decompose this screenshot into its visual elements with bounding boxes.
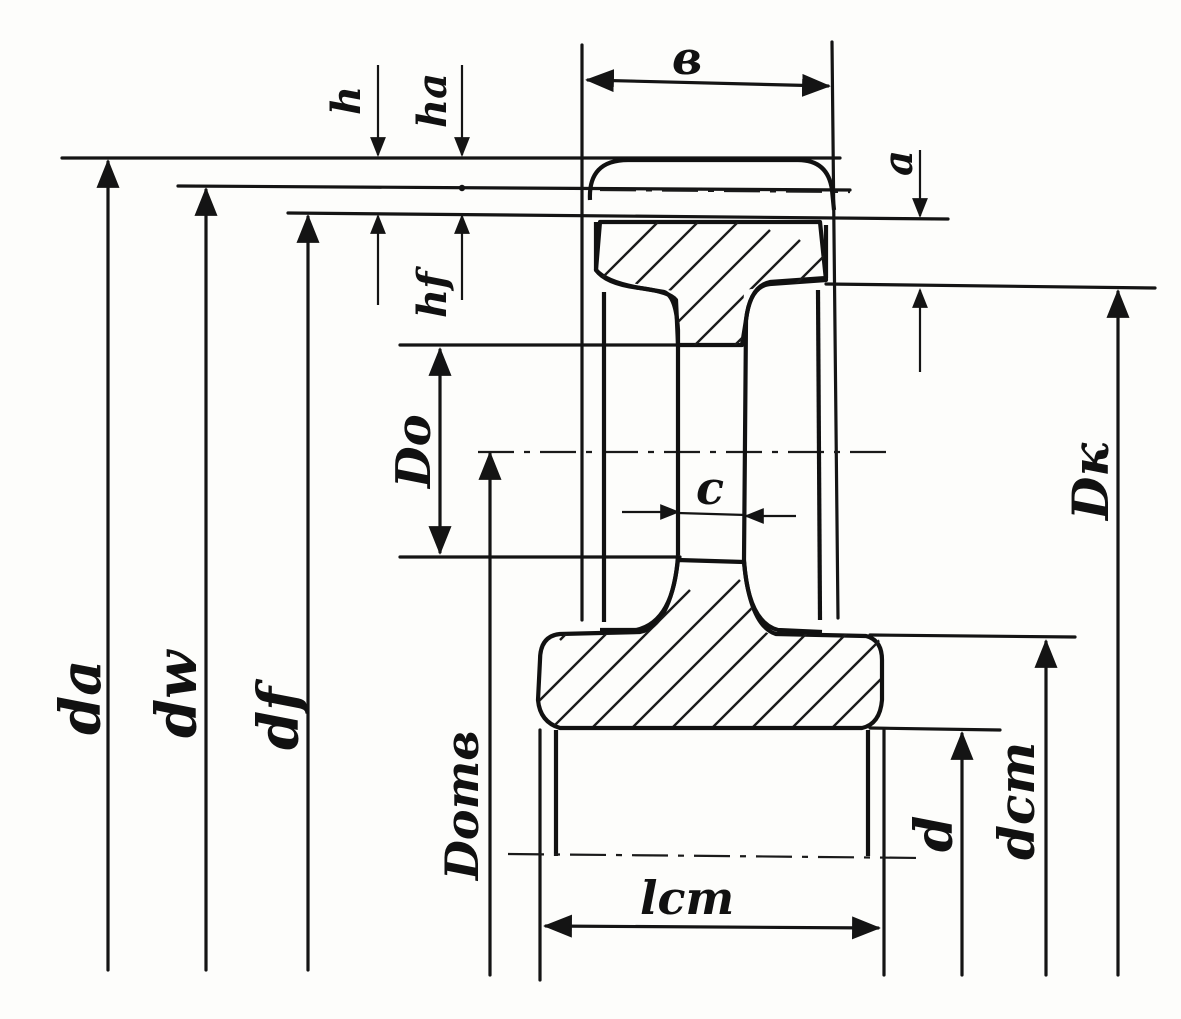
label-hf: hf [409,266,456,318]
extension-line-b-right [830,40,840,620]
label-c: c [696,461,724,515]
rim-right-inner-line [815,289,823,621]
label-b: в [672,31,702,85]
label-a: a [875,150,922,176]
disk-hub-fillet-right [741,559,823,635]
label-d: d [904,816,965,852]
label-d0: Do [386,414,442,490]
label-lst: lст [640,871,734,925]
extension-line-dst [868,633,1077,639]
extension-line-dk [824,282,1157,290]
shaft-center-axis [507,852,926,860]
label-da: da [48,660,114,735]
label-dw: dw [144,649,210,738]
extension-line-d [868,726,1002,732]
rim-section-outline [593,219,829,348]
hub-section-hatching [540,579,880,726]
label-df: df [246,678,312,750]
extension-line-dw [176,184,852,192]
dimension-line-lst [543,914,881,940]
label-ha: ha [409,73,456,128]
label-dotv: Dотв [435,731,489,882]
disk-right-wall [741,225,829,561]
label-h: h [323,86,370,115]
disk-hub-fillet-left [600,554,681,633]
dimension-dot-ha [458,184,466,192]
label-dst: dст [987,742,1046,860]
hub-section-outline [535,557,885,731]
rim-top-outline [587,157,837,211]
pitch-circle-axis [599,188,851,194]
dimension-line-c [677,511,747,517]
extension-line-df [286,211,950,221]
label-dk: Dк [1061,442,1120,522]
dimension-line-b [585,69,831,97]
